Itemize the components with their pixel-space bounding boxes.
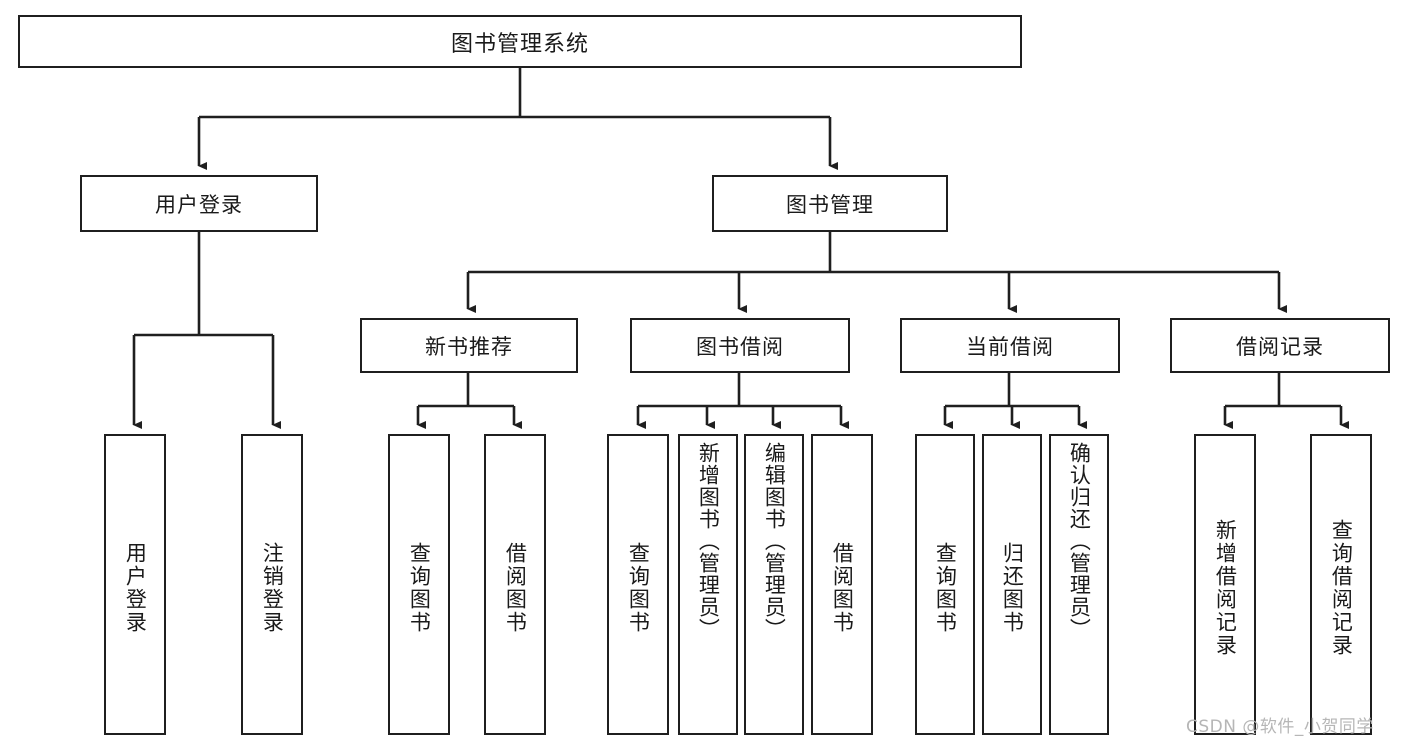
node-new-book-rec[interactable]: 新书推荐 — [360, 318, 578, 373]
node-leaf-add-record[interactable]: 新增借阅记录 — [1194, 434, 1256, 735]
node-leaf-user-login[interactable]: 用户登录 — [104, 434, 166, 735]
node-leaf-borrow-book-1[interactable]: 借阅图书 — [484, 434, 546, 735]
node-leaf-confirm-return[interactable]: 确认归还（管理员） — [1049, 434, 1109, 735]
node-book-borrow[interactable]: 图书借阅 — [630, 318, 850, 373]
node-leaf-query-record[interactable]: 查询借阅记录 — [1310, 434, 1372, 735]
node-leaf-add-book[interactable]: 新增图书（管理员） — [678, 434, 738, 735]
node-leaf-add-book-label: 新增图书（管理员） — [696, 442, 721, 640]
node-leaf-query-book-2[interactable]: 查询图书 — [607, 434, 669, 735]
node-leaf-edit-book-label: 编辑图书（管理员） — [762, 442, 787, 640]
node-leaf-logout-label: 注销登录 — [260, 541, 285, 634]
node-leaf-logout[interactable]: 注销登录 — [241, 434, 303, 735]
node-borrow-record-label: 借阅记录 — [1236, 334, 1324, 359]
node-book-manage[interactable]: 图书管理 — [712, 175, 948, 232]
node-leaf-edit-book[interactable]: 编辑图书（管理员） — [744, 434, 804, 735]
node-book-manage-label: 图书管理 — [786, 192, 874, 217]
node-leaf-borrow-book-2-label: 借阅图书 — [830, 541, 855, 634]
node-leaf-query-book-3[interactable]: 查询图书 — [915, 434, 975, 735]
node-leaf-query-book-2-label: 查询图书 — [626, 541, 651, 634]
node-current-borrow-label: 当前借阅 — [966, 334, 1054, 359]
node-leaf-return-book-label: 归还图书 — [1000, 541, 1025, 634]
node-current-borrow[interactable]: 当前借阅 — [900, 318, 1120, 373]
node-leaf-confirm-return-label: 确认归还（管理员） — [1067, 442, 1092, 640]
node-leaf-return-book[interactable]: 归还图书 — [982, 434, 1042, 735]
node-user-login-label: 用户登录 — [155, 192, 243, 217]
node-leaf-query-book-1[interactable]: 查询图书 — [388, 434, 450, 735]
node-user-login[interactable]: 用户登录 — [80, 175, 318, 232]
node-leaf-borrow-book-2[interactable]: 借阅图书 — [811, 434, 873, 735]
node-new-book-rec-label: 新书推荐 — [425, 334, 513, 359]
node-leaf-user-login-label: 用户登录 — [123, 541, 148, 634]
node-borrow-record[interactable]: 借阅记录 — [1170, 318, 1390, 373]
watermark: CSDN @软件_小贺同学 — [1186, 717, 1374, 737]
node-leaf-query-book-1-label: 查询图书 — [407, 541, 432, 634]
node-root[interactable]: 图书管理系统 — [18, 15, 1022, 68]
node-book-borrow-label: 图书借阅 — [696, 334, 784, 359]
node-leaf-add-record-label: 新增借阅记录 — [1213, 518, 1238, 657]
node-root-label: 图书管理系统 — [450, 31, 589, 57]
node-leaf-query-record-label: 查询借阅记录 — [1329, 518, 1354, 657]
node-leaf-query-book-3-label: 查询图书 — [933, 541, 958, 634]
node-leaf-borrow-book-1-label: 借阅图书 — [503, 541, 528, 634]
